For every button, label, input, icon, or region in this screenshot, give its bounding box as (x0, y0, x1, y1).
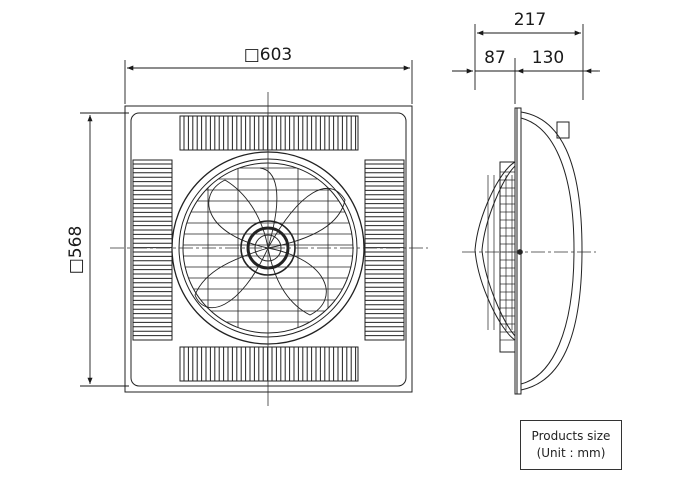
front-centerlines (110, 92, 428, 406)
legend-box: Products size (Unit : mm) (520, 420, 622, 470)
front-width-label: □603 (244, 45, 293, 65)
front-view (124, 105, 413, 393)
legend-unit: (Unit : mm) (536, 446, 606, 460)
side-dimensions (452, 24, 600, 104)
left-grille (132, 159, 173, 341)
front-height-dimension (80, 112, 129, 387)
bottom-grille (179, 346, 359, 382)
side-dome (520, 111, 583, 391)
front-height-label: □568 (66, 226, 86, 275)
side-grille-body (474, 161, 516, 341)
side-motor-bump (556, 121, 570, 139)
front-width-dimension (124, 60, 413, 104)
side-view (474, 107, 583, 395)
side-dome-inner (520, 117, 575, 385)
top-grille (179, 115, 359, 151)
legend-title: Products size (531, 429, 611, 443)
right-grille (364, 159, 405, 341)
side-centerline (462, 249, 596, 255)
side-total-label: 217 (514, 10, 546, 30)
side-part-b-label: 130 (532, 48, 564, 68)
side-frame (499, 161, 516, 353)
side-part-a-label: 87 (484, 48, 506, 68)
side-grille-lines (487, 171, 515, 341)
inner-panel (130, 112, 407, 387)
fan-blades (194, 167, 346, 316)
outer-panel (124, 105, 413, 393)
